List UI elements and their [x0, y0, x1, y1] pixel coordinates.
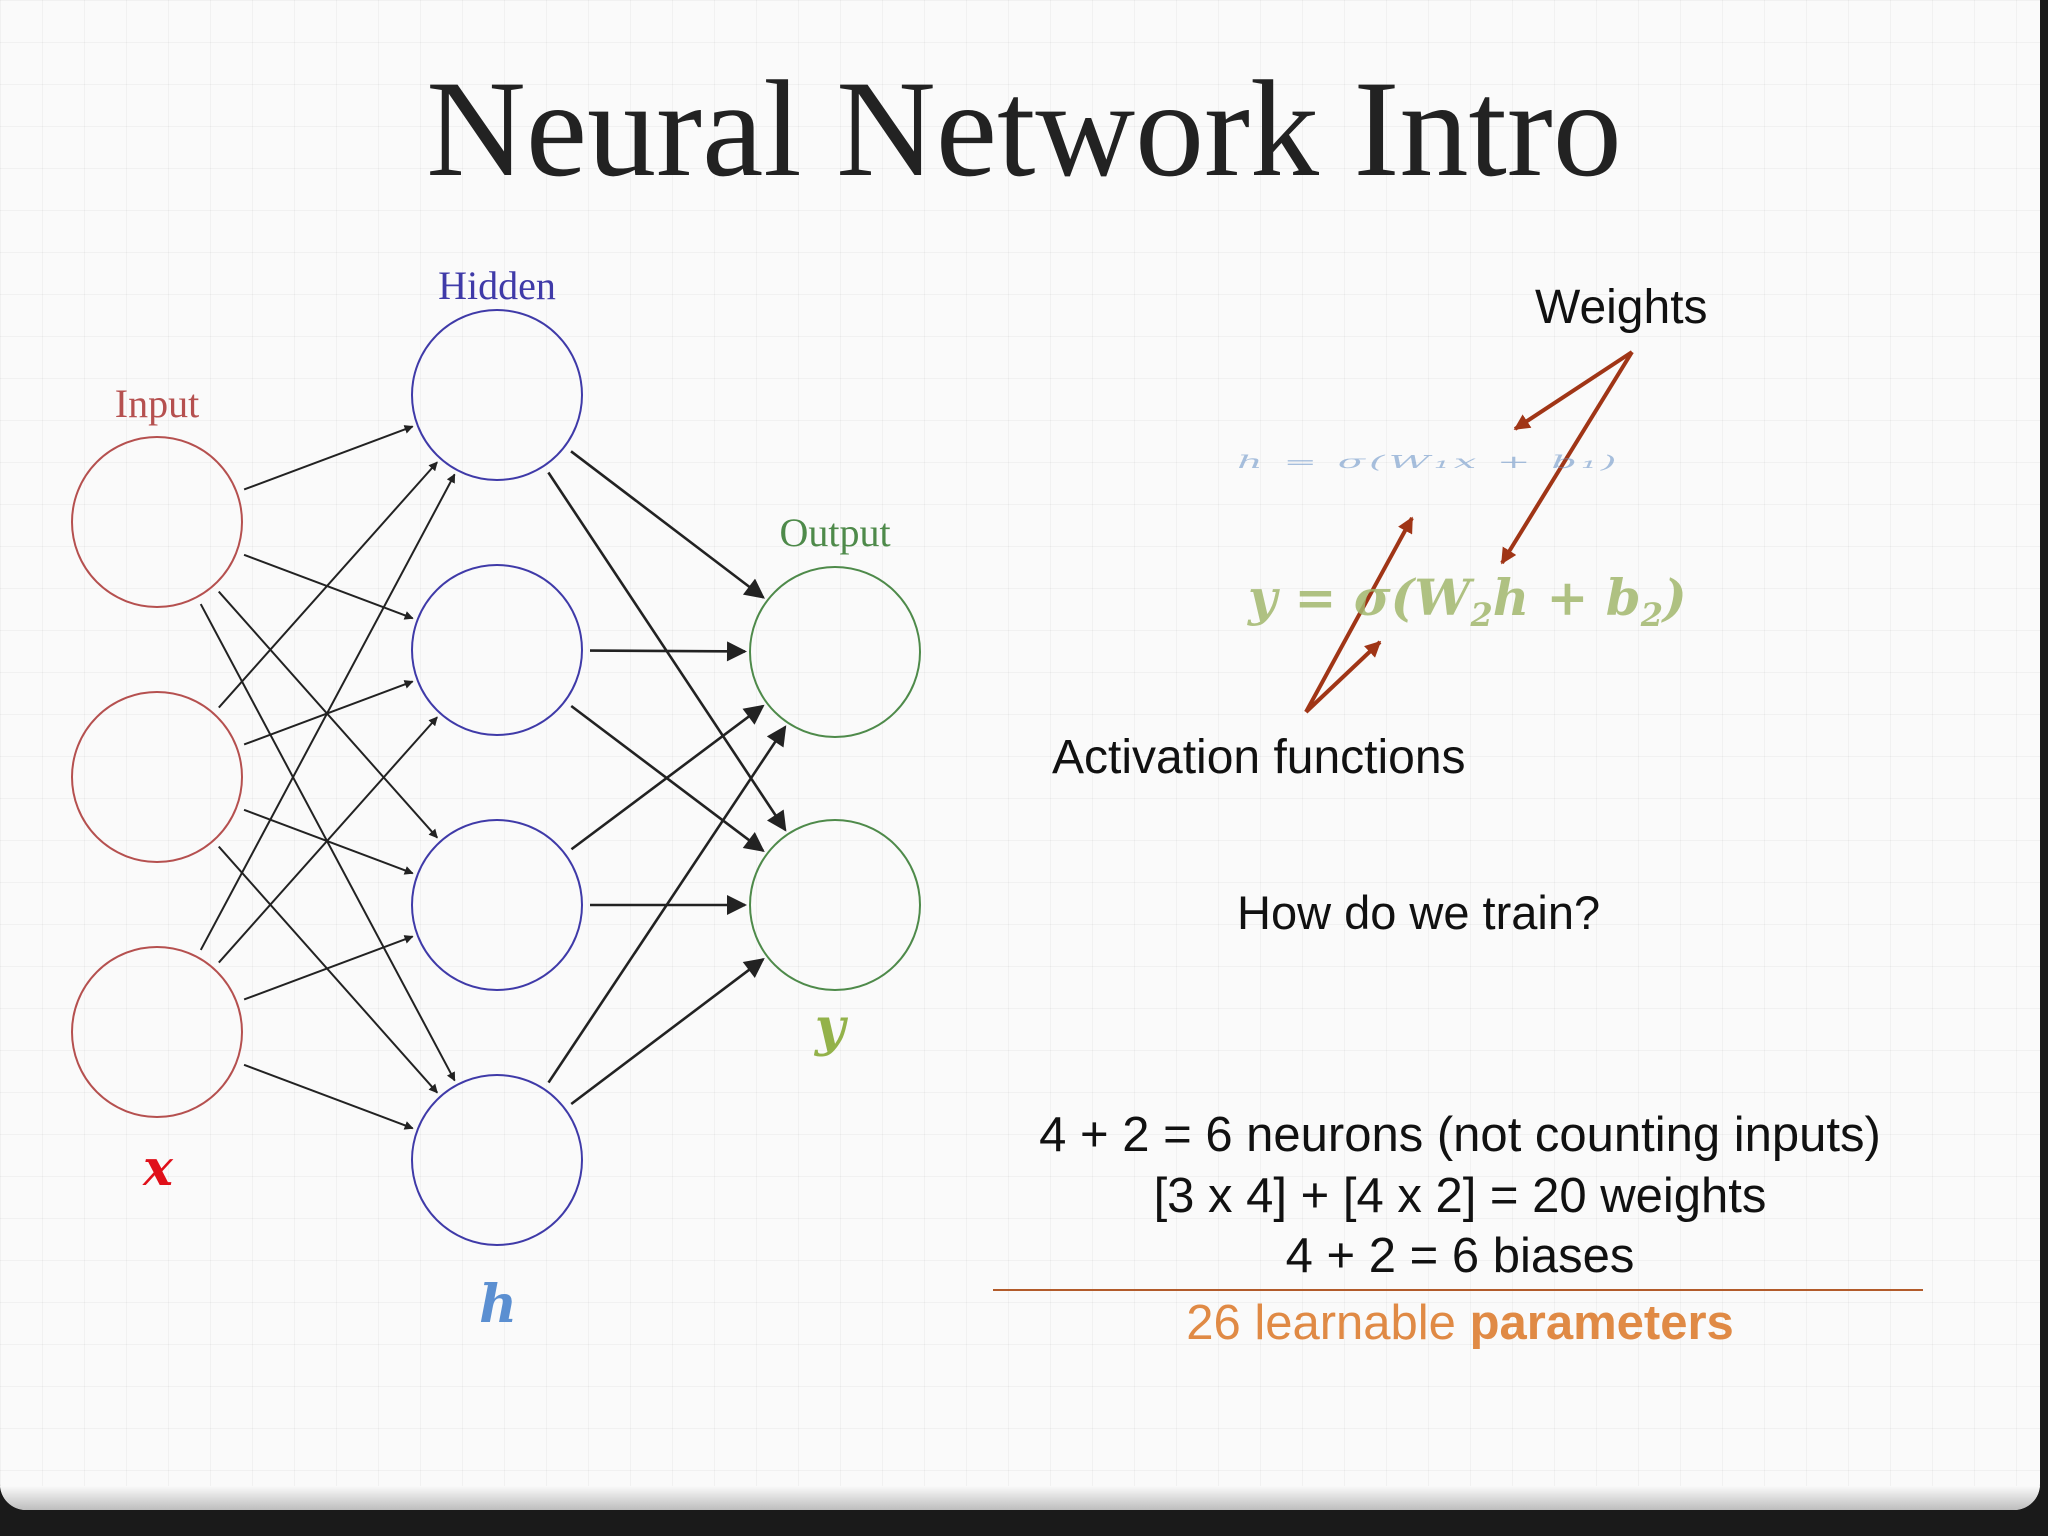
hidden-neuron-4 [411, 1074, 583, 1246]
input-variable-x: x [142, 1138, 174, 1197]
input-hidden-arrow-2-3 [243, 808, 414, 875]
activation-annotation: Activation functions [1052, 731, 1466, 784]
neuron-count-line: 4 + 2 = 6 neurons (not counting inputs) [1039, 1108, 1881, 1162]
input-hidden-arrow-3-1 [199, 473, 456, 951]
hidden-output-arrow-4-2 [570, 957, 765, 1106]
weights-annotation: Weights [1535, 281, 1708, 334]
hidden-layer-label: Hidden [438, 263, 556, 308]
neuron-nodes [71, 309, 921, 1246]
hidden-output-arrow-3-1 [570, 704, 765, 851]
connection-arrows [199, 425, 787, 1130]
summary-divider [993, 1289, 1923, 1291]
input-neuron-1 [71, 436, 243, 608]
slide-bottom-shadow [0, 1486, 2040, 1510]
input-hidden-arrow-3-3 [243, 935, 414, 1001]
output-neuron-2 [749, 819, 921, 991]
hidden-neuron-3 [411, 819, 583, 991]
output-layer-label: Output [779, 510, 890, 555]
slide [0, 0, 2040, 1510]
weight-count-line: [3 x 4] + [4 x 2] = 20 weights [1153, 1169, 1767, 1223]
output-layer-equation: y = σ(W2h + b2) [1248, 568, 1687, 634]
hidden-layer-equation: h = σ(W₁x + b₁) [1237, 452, 1621, 473]
input-hidden-arrow-1-3 [217, 590, 438, 839]
input-hidden-arrow-2-4 [217, 845, 438, 1094]
training-question: How do we train? [1237, 886, 1601, 939]
activation-arrow-2 [1304, 640, 1382, 714]
parameter-total-line: 26 learnable parameters [1186, 1296, 1734, 1350]
hidden-output-arrow-2-1 [589, 641, 748, 662]
output-neuron-1 [749, 566, 921, 738]
input-neuron-2 [71, 691, 243, 863]
hidden-neuron-1 [411, 309, 583, 481]
input-hidden-arrow-1-2 [243, 553, 414, 620]
input-hidden-arrow-2-1 [218, 461, 438, 709]
weights-arrow-1 [1513, 350, 1634, 431]
page-title: Neural Network Intro [426, 52, 1622, 205]
activation-arrow-1 [1304, 516, 1414, 713]
hidden-output-arrow-1-1 [570, 450, 765, 599]
input-layer-label: Input [115, 381, 199, 426]
annotation-arrows [1304, 350, 1634, 714]
input-hidden-arrow-3-2 [218, 716, 438, 964]
input-neuron-3 [71, 946, 243, 1118]
output-variable-y: y [814, 997, 849, 1058]
hidden-neuron-2 [411, 564, 583, 736]
input-hidden-arrow-1-1 [243, 425, 414, 491]
input-hidden-arrow-3-4 [243, 1063, 414, 1130]
bias-count-line: 4 + 2 = 6 biases [1285, 1229, 1635, 1283]
hidden-variable-h: h [479, 1274, 517, 1335]
hidden-output-arrow-4-1 [547, 725, 787, 1084]
weights-arrow-2 [1500, 350, 1634, 565]
